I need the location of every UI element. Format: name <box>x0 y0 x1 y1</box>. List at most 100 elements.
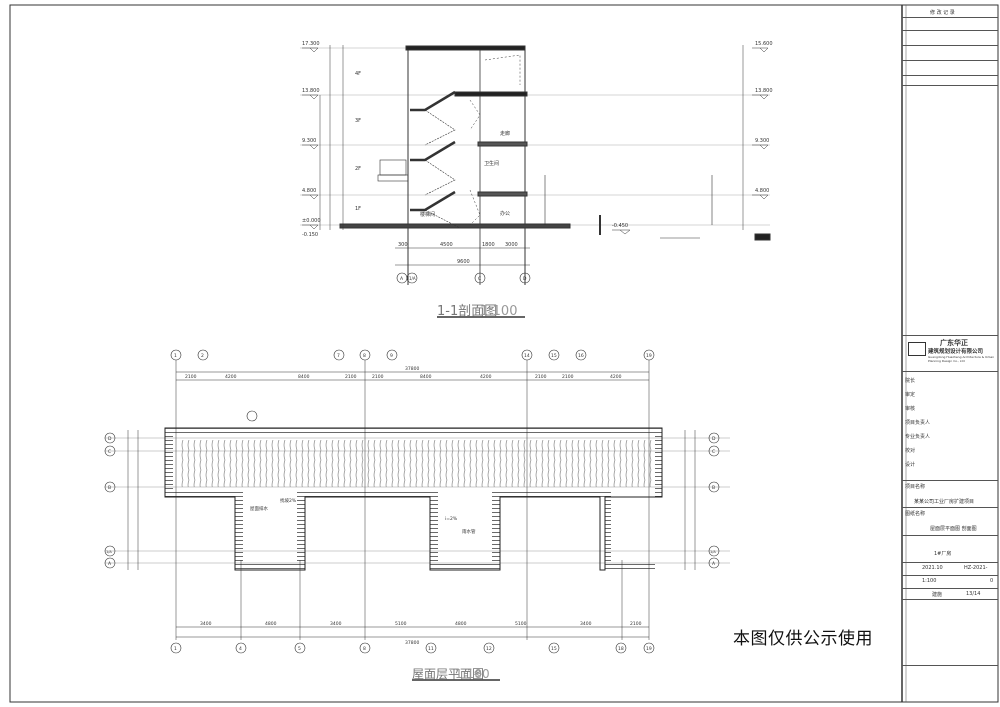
drawing-label: 2F <box>355 166 361 172</box>
drawing-label: 19 <box>646 646 652 652</box>
drawing-line <box>359 349 371 361</box>
role-label: 设计 <box>905 462 916 468</box>
drawing-label: 14 <box>524 353 530 359</box>
drawing-line <box>104 545 116 557</box>
drawing-label: 1/A <box>106 550 112 554</box>
drawing-label: 4.800 <box>302 188 316 194</box>
drawing-line <box>104 481 116 493</box>
drawing-label: 屋面排水 <box>250 505 268 512</box>
revision-header: 修 改 记 录 <box>930 10 955 16</box>
drawing-label: 2100 <box>372 374 384 380</box>
drawing-label: 2100 <box>630 621 642 627</box>
section-text: 17.300 13.800 9.300 4.800 ±0.000 -0.150 … <box>302 41 773 319</box>
drawing-label: 找坡2% <box>280 497 297 504</box>
drawing-label: 8 <box>363 353 366 359</box>
drawing-line <box>708 545 720 557</box>
company-logo <box>908 342 926 356</box>
drawing-label: 15 <box>551 353 557 359</box>
role-label: 项目负责人 <box>905 420 931 426</box>
drawing-label: 5 <box>298 646 301 652</box>
drawing-label: B <box>712 485 715 491</box>
drawing-line <box>410 140 456 162</box>
role-label: 校对 <box>905 448 916 454</box>
drawing-label: 9600 <box>457 259 470 265</box>
drawing-label: A <box>108 561 112 567</box>
drawing-line <box>469 99 481 131</box>
drawing-line <box>300 47 770 226</box>
drawing-line <box>474 272 486 284</box>
drawing-label: 13.800 <box>302 88 320 94</box>
drawing-label: A <box>400 276 404 282</box>
drawing-line <box>708 432 720 444</box>
role-label: 审定 <box>905 392 916 398</box>
drawing-line <box>708 557 720 569</box>
drawing-label: 1F <box>355 206 361 212</box>
drawing-line <box>752 194 769 200</box>
drawing-label: 3F <box>355 118 361 124</box>
drawing-label: 图纸名称 <box>905 511 926 517</box>
drawing-label: 15 <box>551 646 557 652</box>
stage: 建施 <box>932 592 943 598</box>
drawing-line <box>175 360 650 640</box>
drawing-label: 7 <box>337 353 340 359</box>
drawing-label: 9.300 <box>302 138 316 144</box>
drawing-line <box>333 349 345 361</box>
drawing-label: 4200 <box>225 374 237 380</box>
sheet-border <box>9 4 999 703</box>
drawing-line <box>410 190 456 212</box>
drawing-line <box>302 94 319 100</box>
drawing-label: 4200 <box>610 374 622 380</box>
drawing-label: 1 <box>174 353 177 359</box>
drawing-name: 屋面层平面图 剖面图 <box>930 526 977 532</box>
drawing-label: ±0.000 <box>302 218 321 224</box>
drawing-label: 8400 <box>298 374 310 380</box>
public-notice-watermark: 本图仅供公示使用 <box>733 629 873 649</box>
drawing-line <box>302 194 319 200</box>
drawing-line <box>521 349 533 361</box>
role-label: 专业负责人 <box>905 434 931 440</box>
drawing-label: 4800 <box>455 621 467 627</box>
drawing-line <box>483 642 495 654</box>
drawing-line <box>752 47 769 53</box>
drawing-label: 2100 <box>185 374 197 380</box>
drawing-line <box>754 233 771 241</box>
company-name-2: 建筑规划设计有限公司 <box>928 349 984 355</box>
drawing-line <box>410 90 456 112</box>
drawing-line <box>477 191 528 197</box>
drawing-label: 3400 <box>580 621 592 627</box>
sub-item: 1#厂房 <box>934 551 952 557</box>
drawing-label: C <box>712 449 715 455</box>
project-label: 项目名称 <box>905 484 926 490</box>
drawing-line <box>294 642 306 654</box>
drawing-line <box>424 209 461 229</box>
drawing-line <box>752 144 769 150</box>
drawing-label: 走廊 <box>500 130 510 137</box>
drawing-line <box>454 91 528 97</box>
drawing-no: 0 <box>990 578 994 584</box>
date: 2021.10 <box>922 565 943 571</box>
drawing-label: D <box>712 436 716 442</box>
drawing-line <box>484 54 521 85</box>
drawing-label: 办公 <box>500 210 510 217</box>
drawing-label: 9 <box>390 353 393 359</box>
drawing-label: 18 <box>618 646 624 652</box>
plan-title: 屋面层平面图 <box>412 667 484 681</box>
drawing-label: D <box>108 436 112 442</box>
drawing-line <box>379 159 407 176</box>
drawing-label: 1/A <box>409 276 416 281</box>
drawing-label: 2 <box>201 353 204 359</box>
drawing-line <box>170 349 182 361</box>
drawing-line <box>386 349 398 361</box>
project-name: 某某公司工业厂房扩建项目 <box>914 499 975 505</box>
company-name: 广东华正 <box>940 339 968 347</box>
drawing-line <box>548 642 560 654</box>
drawing-line <box>170 642 182 654</box>
drawing-label: 12 <box>486 646 492 652</box>
scale: 1:100 <box>922 578 937 584</box>
drawing-label: 9.300 <box>755 138 769 144</box>
section-title: 1-1剖面图 <box>437 304 497 319</box>
drawing-line <box>424 159 456 196</box>
drawing-label: 37800 <box>405 366 419 372</box>
company-name-en: Guangdong Huazheng Architecture & Urban … <box>928 355 995 363</box>
drawing-label: D <box>523 276 527 282</box>
